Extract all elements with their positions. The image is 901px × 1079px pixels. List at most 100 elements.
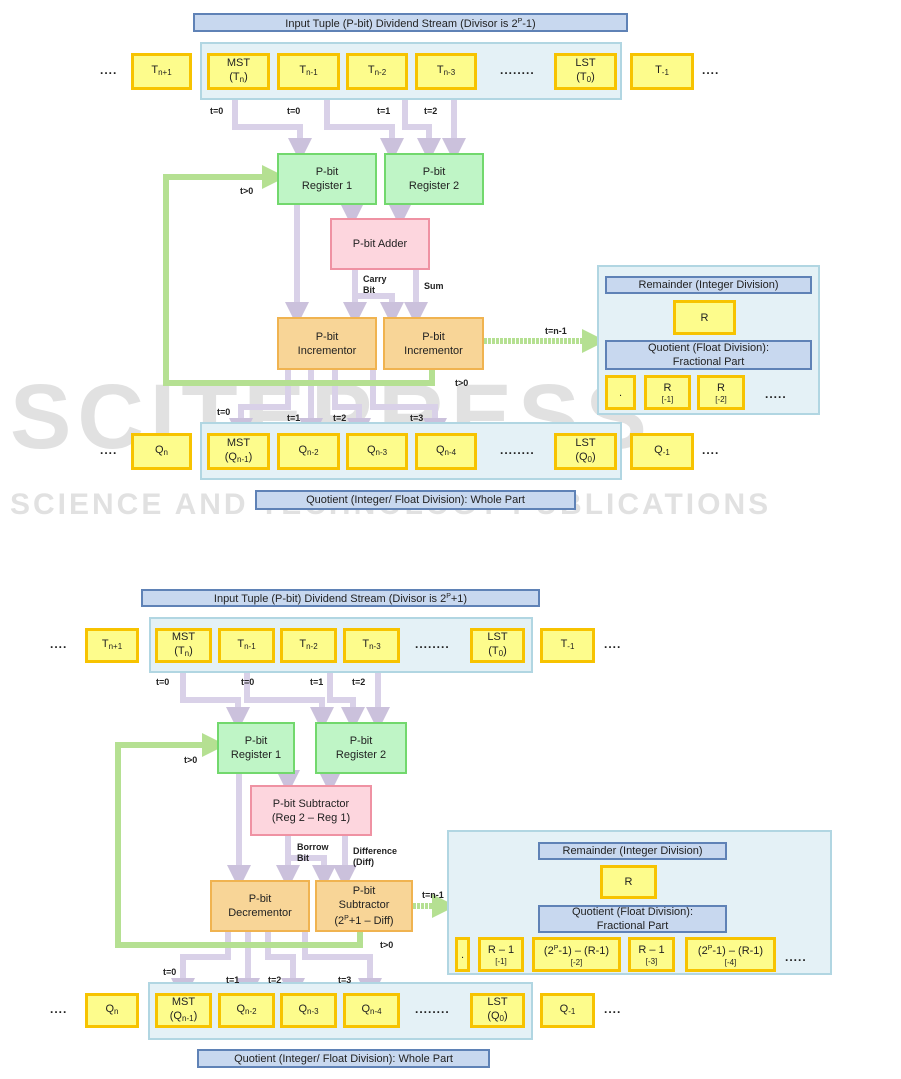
text: ) [592,451,596,463]
text: Incrementor [297,344,357,357]
ellipsis-middle: ........ [415,1001,450,1016]
subscript: -1 [568,1007,576,1016]
subscript: n [114,1007,119,1016]
subscript: n-4 [370,1007,382,1016]
input-tuple-box: Tn-3 [343,628,400,663]
time-label: t=0 [287,106,301,116]
text: ) [504,1010,508,1022]
text: Register 2 [335,749,387,761]
data-flow-arrow [355,293,404,326]
output-stream-container [200,422,622,480]
arithmetic-unit: P-bit Adder [330,218,430,270]
text: Remainder (Integer Division) [562,845,703,857]
text-line: LST [487,996,508,1008]
text: T [299,64,307,76]
text-line: MST [226,437,251,449]
text: . [618,386,623,399]
time-label: t=2 [424,106,438,116]
text: T [436,64,444,76]
text: (2 [334,915,345,927]
output-quotient-box: Qn-3 [280,993,337,1028]
text-line: (Q0) [575,450,595,467]
text: Register 2 [408,180,460,192]
data-flow-arrow [324,90,404,162]
text-line: (Qn-1) [225,450,252,467]
text-line: Qn-3 [367,443,387,460]
text: Input Tuple (P-bit) Dividend Stream (Div… [213,593,447,605]
text-line: Qn [155,443,168,460]
output-quotient-box: Qn-4 [415,433,477,470]
text-line: Incrementor [404,344,463,358]
data-flow-arrow [370,370,447,442]
output-quotient-box: Qn [85,993,139,1028]
input-tuple-box: Tn-2 [280,628,337,663]
subscript: n-2 [307,448,319,457]
text: Q [236,1003,245,1015]
input-tuple-box: Tn-2 [346,53,408,90]
time-label: t=1 [310,677,324,687]
superscript: P [344,915,349,922]
text: Remainder (Integer Division) [638,279,779,291]
text: ) [193,1010,198,1022]
subscript: n-2 [245,1007,257,1016]
fraction-ellipsis: ..... [785,950,807,964]
time-label: t=1 [377,106,391,116]
text-line: Subtractor [338,899,390,911]
output-quotient-box: Q-1 [630,433,694,470]
subscript: n-3 [307,1007,319,1016]
text-line: T-1 [655,63,669,80]
text-line: Difference [353,846,398,856]
arithmetic-unit: P-bit Subtractor(Reg 2 – Reg 1) [250,785,372,836]
fraction-ellipsis: ..... [765,387,787,401]
text: T [367,64,375,76]
data-flow-arrow [327,662,365,731]
input-tuple-box: T-1 [630,53,694,90]
text-line: Carry [363,274,387,284]
time-label: t=0 [156,677,170,687]
time-label: t=1 [287,413,301,423]
time-label: t=0 [217,407,231,417]
text: T [655,64,662,76]
text: (Reg 2 – Reg 1) [271,811,351,824]
text-line: Qn-3 [298,1002,318,1019]
text: Q [654,444,663,456]
text: Bit [297,853,309,863]
text: . [460,948,465,961]
text: (2 [543,944,554,957]
remainder-value-box: R [673,300,736,335]
text-line: Tn+1 [102,637,122,654]
subscript: n-3 [369,642,381,651]
text-line: Register 1 [231,748,281,762]
text-line: Input Tuple (P-bit) Dividend Stream (Div… [285,15,535,31]
index-label: [-3] [645,956,658,966]
text-line: MST [171,631,196,643]
text: Q [105,1003,115,1015]
sum-difference-label: Difference(Diff) [353,846,397,868]
text: -1) – (R-1) [712,944,764,957]
text-line: (Diff) [353,857,397,868]
text: Decrementor [228,907,292,919]
text-line: Tn-2 [368,63,386,80]
time-label: t=2 [352,677,366,687]
fraction-digit-box: R – 1[-1] [478,937,524,972]
text: (T [174,645,185,657]
text: ) [248,451,253,463]
subscript: n [163,448,168,457]
text-line: Tn-1 [299,63,317,80]
text-line: Qn-4 [436,443,456,460]
input-tuple-box: Tn-1 [218,628,275,663]
data-flow-arrow [229,370,291,442]
index-label: [-1] [661,394,674,404]
output-quotient-box: Qn-2 [277,433,340,470]
text: Quotient (Integer/ Float Division): Whol… [306,494,525,506]
text: R [624,876,633,888]
text: R [700,311,709,324]
text: T [299,638,307,650]
text-line: Qn [105,1002,118,1019]
